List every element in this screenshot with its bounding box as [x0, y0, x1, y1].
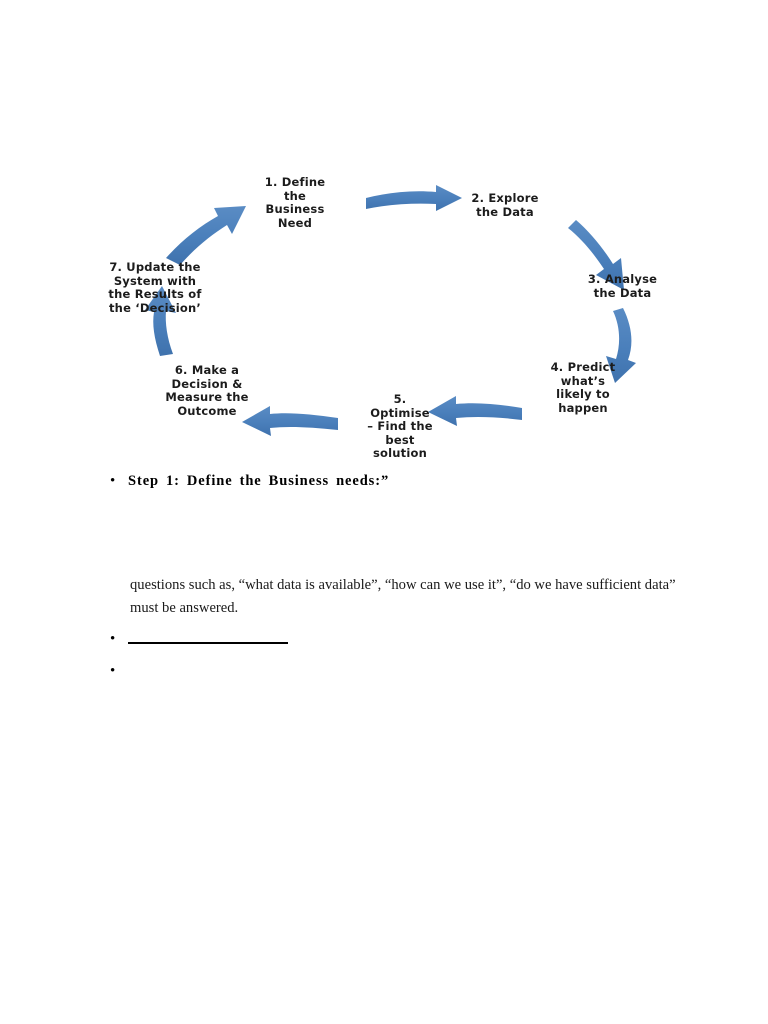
- arrow-step6-to-step7: [145, 286, 176, 356]
- cycle-node-step-4: 4. Predict what’s likely to happen: [550, 360, 616, 415]
- arrow-step4-to-step5: [428, 396, 522, 426]
- cycle-node-step-2: 2. Explore the Data: [471, 191, 539, 219]
- bullet-item-empty: •: [110, 662, 132, 680]
- blank-underline-rule: [128, 642, 288, 644]
- bullet-glyph: •: [110, 473, 116, 489]
- body-paragraph: questions such as, “what data is availab…: [130, 577, 676, 616]
- cycle-node-step-3: 3. Analyse the Data: [587, 272, 658, 300]
- cycle-node-step-7: 7. Update the System with the Results of…: [108, 260, 202, 315]
- cycle-node-step-6: 6. Make a Decision & Measure the Outcome: [165, 363, 249, 418]
- cycle-diagram: 1. Define the Business Need 2. Explore t…: [70, 168, 690, 462]
- bullet-glyph: •: [110, 631, 116, 647]
- arrow-step3-to-step4: [606, 308, 636, 383]
- cycle-arrows: [145, 185, 636, 436]
- step1-heading-text: Step 1: Define the Business needs:”: [128, 473, 390, 489]
- bullet-item-blank-rule: •: [110, 630, 288, 648]
- arrow-step1-to-step2: [366, 185, 462, 211]
- cycle-node-step-5: 5. Optimise – Find the best solution: [367, 392, 433, 460]
- arrow-step2-to-step3: [568, 220, 624, 290]
- bullet-glyph: •: [110, 663, 116, 679]
- arrow-step7-to-step1: [166, 206, 246, 265]
- arrow-step5-to-step6: [242, 406, 338, 436]
- bullet-item-step1: • Step 1: Define the Business needs:”: [110, 472, 389, 490]
- empty-bullet-text: [128, 662, 132, 680]
- cycle-node-step-1: 1. Define the Business Need: [264, 175, 326, 230]
